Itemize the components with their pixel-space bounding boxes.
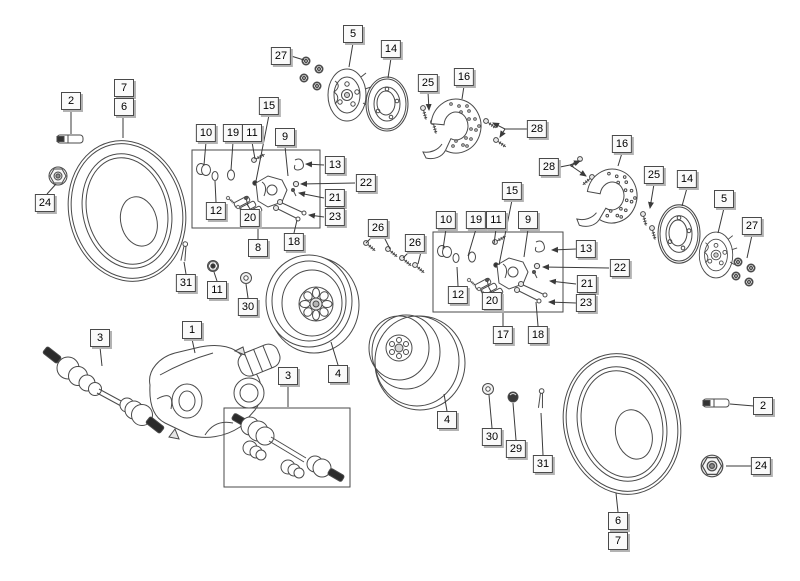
callout-label-15: 15 (258, 97, 280, 115)
callout-label-5: 5 (343, 25, 363, 43)
callout-label-30: 30 (237, 298, 259, 316)
callout-label-24: 24 (750, 457, 772, 475)
callout-label-23: 23 (324, 208, 346, 226)
callout-label-28: 28 (526, 120, 548, 138)
callout-label-18: 18 (527, 326, 549, 344)
wheel-rim-front (265, 254, 360, 354)
callout-label-13: 13 (324, 156, 346, 174)
callout-label-19: 19 (465, 211, 487, 229)
callout-label-25: 25 (417, 74, 439, 92)
callout-label-25: 25 (643, 166, 665, 184)
callout-label-7: 7 (608, 532, 628, 550)
callout-label-19: 19 (222, 124, 244, 142)
leader-lines (46, 42, 755, 513)
callout-label-29: 29 (505, 440, 527, 458)
callout-label-22: 22 (609, 259, 631, 277)
callout-label-16: 16 (453, 68, 475, 86)
axle-kit-box (223, 407, 351, 488)
callout-label-21: 21 (324, 189, 346, 207)
callout-label-3: 3 (90, 329, 110, 347)
callout-label-4: 4 (328, 365, 348, 383)
callout-label-10: 10 (435, 211, 457, 229)
callout-label-20: 20 (481, 292, 503, 310)
callout-label-5: 5 (714, 190, 734, 208)
callout-label-22: 22 (355, 174, 377, 192)
callout-label-3: 3 (278, 367, 298, 385)
callout-label-9: 9 (275, 128, 295, 146)
callout-label-27: 27 (270, 47, 292, 65)
callout-label-15: 15 (501, 182, 523, 200)
callout-label-27: 27 (741, 217, 763, 235)
callout-label-30: 30 (481, 428, 503, 446)
callout-label-6: 6 (608, 512, 628, 530)
callout-label-16: 16 (611, 135, 633, 153)
callout-label-11: 11 (207, 281, 227, 299)
callout-label-21: 21 (576, 275, 598, 293)
callout-label-12: 12 (205, 202, 227, 220)
callout-label-4: 4 (437, 411, 457, 429)
caliper-kit-box-right (432, 231, 564, 313)
callout-label-31: 31 (532, 455, 554, 473)
callout-label-2: 2 (61, 92, 81, 110)
callout-label-14: 14 (676, 170, 698, 188)
callout-label-28: 28 (538, 158, 560, 176)
callout-label-31: 31 (175, 274, 197, 292)
callout-label-26: 26 (367, 219, 389, 237)
callout-label-23: 23 (575, 294, 597, 312)
callout-label-9: 9 (518, 211, 538, 229)
callout-label-2: 2 (753, 397, 773, 415)
callout-label-17: 17 (492, 326, 514, 344)
callout-label-14: 14 (380, 40, 402, 58)
callout-label-11: 11 (486, 211, 506, 229)
callout-label-20: 20 (239, 209, 261, 227)
callout-label-8: 8 (248, 239, 268, 257)
callout-label-18: 18 (283, 233, 305, 251)
wheel-rim-back (368, 314, 466, 411)
callout-label-26: 26 (404, 234, 426, 252)
callout-label-11: 11 (242, 124, 262, 142)
caliper-kit-box-left (191, 149, 321, 229)
callout-label-10: 10 (195, 124, 217, 142)
callout-label-1: 1 (182, 321, 202, 339)
axle-shaft-main (42, 346, 165, 434)
callout-label-24: 24 (34, 194, 56, 212)
callout-label-12: 12 (447, 286, 469, 304)
callout-label-6: 6 (114, 98, 134, 116)
callout-label-7: 7 (114, 79, 134, 97)
differential (149, 343, 281, 440)
axle-kit-inset (231, 413, 345, 482)
callout-label-13: 13 (575, 240, 597, 258)
